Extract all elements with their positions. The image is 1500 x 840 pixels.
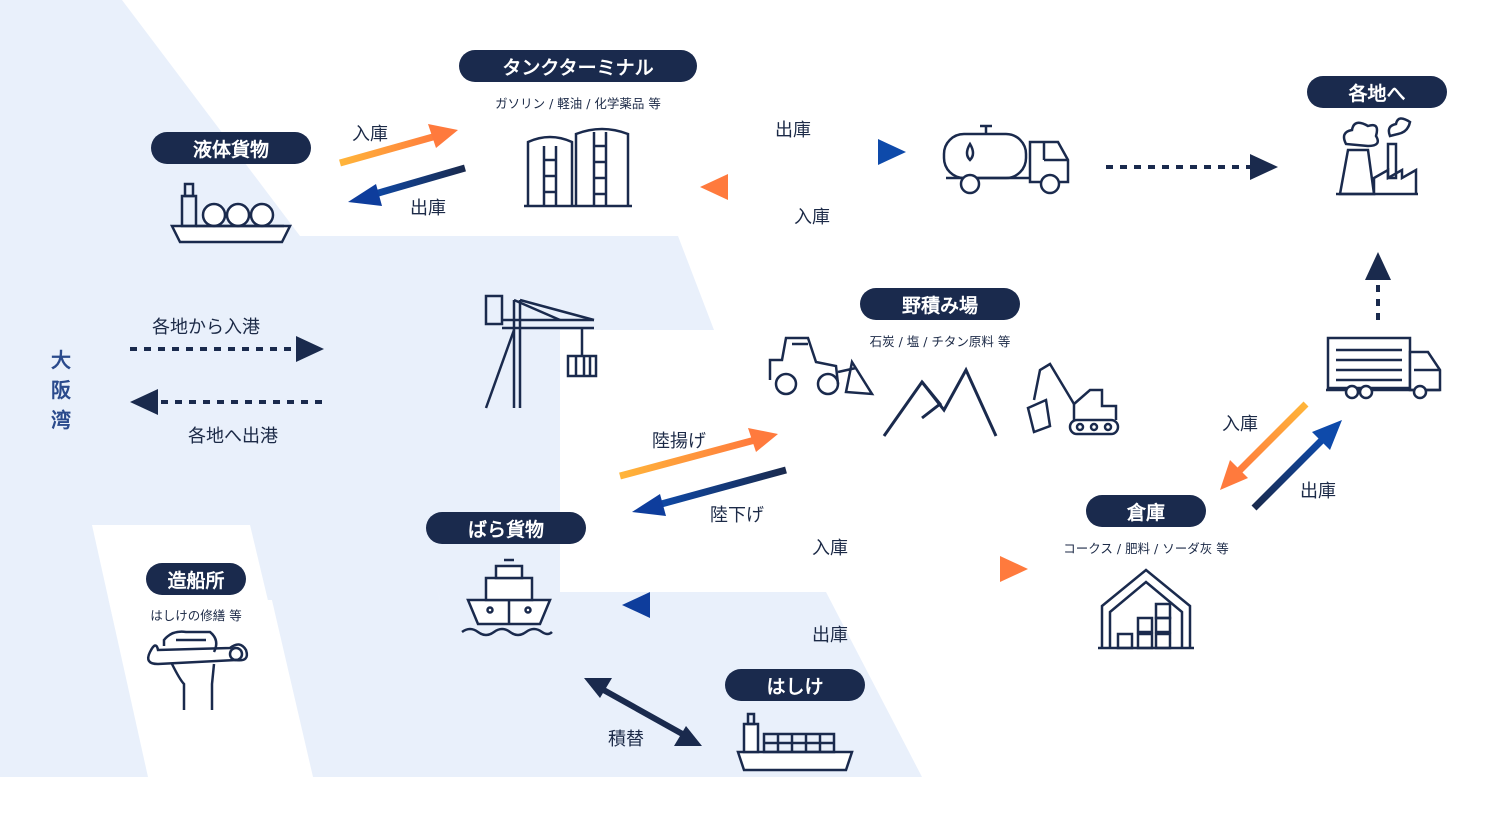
arrow-load: [632, 466, 787, 516]
arrow-depart: [130, 389, 322, 415]
arrow-wh-in: [1220, 401, 1309, 490]
arrow-unload: [619, 428, 778, 480]
warehouse-icon: [1098, 568, 1194, 650]
arrow-liquid-in: [339, 124, 458, 167]
factory-icon: [1336, 117, 1418, 196]
wh-out-label: 出庫: [1300, 481, 1336, 502]
tank-terminal-title: タンクターミナル: [459, 50, 697, 82]
liquid-in-label: 入庫: [352, 124, 388, 145]
arrow-transship: [584, 678, 702, 746]
unload-label: 陸揚げ: [652, 431, 706, 452]
wheel-loader-icon: [768, 336, 875, 396]
load-label: 陸下げ: [710, 505, 764, 526]
transship-label: 積替: [608, 729, 644, 750]
tanker-truck-icon: [942, 124, 1070, 195]
barge-icon: [736, 712, 854, 772]
shipyard-title: 造船所: [146, 563, 246, 595]
shipyard-land: [92, 525, 310, 777]
truck-icon: [1326, 336, 1442, 400]
cargo-ship-icon: [461, 558, 553, 637]
warehouse-sub: コークス / 肥料 / ソーダ灰 等: [1063, 541, 1229, 556]
bulk-out-label: 出庫: [812, 625, 848, 646]
barge-title: はしけ: [725, 669, 865, 701]
arrow-truck-up: [1365, 252, 1391, 320]
arrow-arrive: [130, 336, 324, 362]
mountain-icon: [882, 366, 998, 437]
wrench-hand-icon: [147, 630, 249, 710]
depart-label: 各地へ出港: [188, 426, 278, 447]
excavator-icon: [1026, 362, 1120, 436]
tank-icon: [524, 127, 632, 208]
storage-yard-title: 野積み場: [860, 288, 1020, 320]
tank-out-label: 出庫: [775, 120, 811, 141]
to-everywhere-title: 各地へ: [1307, 76, 1447, 108]
arrow-to-factory: [1106, 154, 1278, 180]
warehouse-title: 倉庫: [1086, 495, 1206, 527]
crane-icon: [484, 294, 598, 409]
arrow-tank-out: [700, 139, 906, 165]
liquid-out-label: 出庫: [410, 198, 446, 219]
arrow-wh-out: [1251, 420, 1342, 511]
bulk-cargo-title: ばら貨物: [426, 512, 586, 544]
tank-terminal-sub: ガソリン / 軽油 / 化学薬品 等: [495, 96, 661, 111]
bulk-in-label: 入庫: [812, 538, 848, 559]
liquid-cargo-title: 液体貨物: [151, 132, 311, 164]
arrive-label: 各地から入港: [152, 317, 260, 338]
shipyard-sub: はしけの修繕 等: [150, 608, 242, 623]
bay-label: 大阪湾: [51, 348, 71, 432]
tank-in-label: 入庫: [794, 207, 830, 228]
wh-in-label: 入庫: [1222, 414, 1258, 435]
arrow-liquid-out: [348, 164, 466, 206]
storage-yard-sub: 石炭 / 塩 / チタン原料 等: [869, 334, 1011, 349]
ship-tanker-icon: [169, 182, 293, 244]
arrow-bulk-in: [624, 556, 1028, 582]
arrow-bulk-out: [622, 592, 1022, 618]
arrow-tank-in: [700, 174, 905, 200]
